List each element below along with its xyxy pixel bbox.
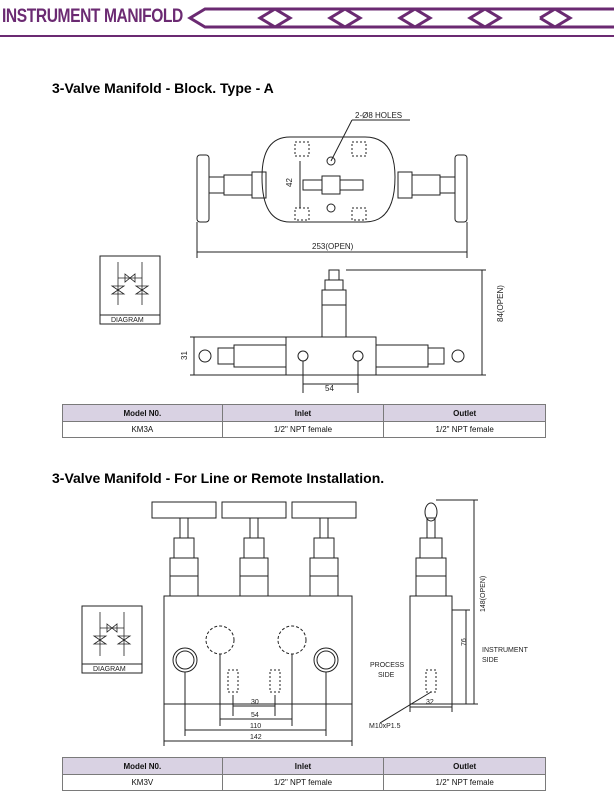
cell-outlet: 1/2" NPT female (383, 421, 546, 438)
holes-label: 2-Ø8 HOLES (355, 111, 402, 120)
dim-76: 76 (461, 638, 468, 646)
col-model: Model N0. (62, 404, 223, 422)
dim-84: 84(OPEN) (496, 285, 505, 322)
instrument-side-2: SIDE (482, 657, 499, 664)
col-outlet: Outlet (383, 757, 546, 775)
dim-110: 110 (250, 723, 261, 730)
col-model: Model N0. (62, 757, 223, 775)
dim-31: 31 (180, 351, 189, 360)
process-side-2: SIDE (378, 672, 395, 679)
page-header: INSTRUMENT MANIFOLD (0, 0, 614, 38)
table-header-row: Model N0. Inlet Outlet (62, 404, 546, 422)
header-title: INSTRUMENT MANIFOLD (2, 6, 183, 27)
header-chain-decoration (0, 7, 614, 37)
dim-42: 42 (285, 178, 294, 187)
dim-54-a: 54 (325, 384, 334, 393)
col-outlet: Outlet (383, 404, 546, 422)
dim-142: 142 (250, 734, 262, 741)
thread-label: M10xP1.5 (369, 723, 401, 730)
diagram-box-a (99, 255, 161, 317)
diagram-box-b (81, 605, 143, 667)
diagram-label-a: DIAGRAM (111, 317, 144, 324)
col-inlet: Inlet (221, 757, 385, 775)
table-row: KM3V 1/2" NPT female 1/2" NPT female (62, 774, 546, 791)
diagram-label-b: DIAGRAM (93, 666, 126, 673)
section-b-title: 3-Valve Manifold - For Line or Remote In… (52, 470, 385, 486)
spec-table-b: Model N0. Inlet Outlet KM3V 1/2" NPT fem… (62, 757, 546, 791)
section-a-title: 3-Valve Manifold - Block. Type - A (52, 80, 274, 96)
dim-54-b: 54 (251, 712, 259, 719)
dim-30: 30 (251, 699, 259, 706)
dim-32: 32 (426, 699, 434, 706)
process-side-1: PROCESS (370, 662, 405, 669)
dim-148: 148(OPEN) (480, 576, 487, 612)
table-header-row: Model N0. Inlet Outlet (62, 757, 546, 775)
block-manifold-drawing: 2-Ø8 HOLES 42 253(OPEN) DIAGRAM (99, 111, 505, 393)
spec-table-a: Model N0. Inlet Outlet KM3A 1/2" NPT fem… (62, 404, 546, 438)
cell-inlet: 1/2" NPT female (221, 774, 385, 791)
col-inlet: Inlet (221, 404, 385, 422)
cell-outlet: 1/2" NPT female (383, 774, 546, 791)
block-top-plate (261, 136, 396, 223)
table-row: KM3A 1/2" NPT female 1/2" NPT female (62, 421, 546, 438)
remote-manifold-drawing: 30 54 110 142 148(OPEN) 76 32 M10xP1.5 P… (81, 499, 529, 746)
cell-model: KM3V (62, 774, 223, 791)
cell-inlet: 1/2" NPT female (221, 421, 385, 438)
dim-253: 253(OPEN) (312, 242, 354, 251)
cell-model: KM3A (62, 421, 223, 438)
instrument-side-1: INSTRUMENT (482, 647, 529, 654)
